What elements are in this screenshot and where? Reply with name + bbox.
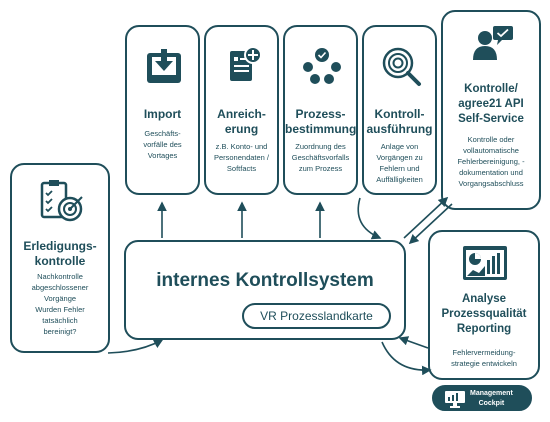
analysis-description: Fehlervermeidung- strategie entwickeln <box>451 348 517 368</box>
central-title: internes Kontrollsystem <box>156 270 374 291</box>
step-title: Kontroll- ausführung <box>366 107 433 136</box>
arrow-central-to-analysis <box>381 341 432 376</box>
central-control-system-box: internes Kontrollsystem VR Prozesslandka… <box>124 240 406 340</box>
analysis-box: Analyse Prozessqualität Reporting Fehler… <box>428 230 540 380</box>
download-tray-icon <box>147 49 181 83</box>
follow-up-description: Nachkontrolle abgeschlossener Vorgänge W… <box>31 272 89 336</box>
process-step-import: Import Geschäfts- vorfälle des Vortages <box>125 25 200 195</box>
step-title: Prozess- bestimmung <box>285 107 357 136</box>
process-nodes-icon <box>303 48 341 84</box>
follow-up-title: Erledigungs- kontrolle <box>23 239 97 268</box>
process-step-prozessbestimmung: Prozess- bestimmung Zuordnung des Geschä… <box>283 25 358 195</box>
arrow-self-service-to-central <box>408 203 453 245</box>
step-description: Anlage von Vorgängen zu Fehlern und Auff… <box>376 142 423 184</box>
chart-window-icon <box>463 246 507 280</box>
step-description: z.B. Konto- und Personendaten / Softfact… <box>213 142 270 173</box>
self-service-description: Kontrolle oder vollautomatische Fehlerbe… <box>457 135 525 188</box>
analysis-title: Analyse Prozessqualität Reporting <box>441 293 527 335</box>
step-title: Anreich- erung <box>217 107 266 136</box>
management-cockpit-tag: Management Cockpit <box>432 385 532 411</box>
process-step-anreicherung: Anreich- erung z.B. Konto- und Personend… <box>204 25 279 195</box>
arrow-analysis-to-central <box>398 336 429 349</box>
self-service-box: Kontrolle/ agree21 API Self-Service Kont… <box>441 10 541 210</box>
step-description: Zuordnung des Geschäftsvorfalls zum Proz… <box>291 142 350 173</box>
self-service-title: Kontrolle/ agree21 API Self-Service <box>458 83 524 125</box>
cockpit-label: Management Cockpit <box>470 390 513 407</box>
central-subtitle: VR Prozesslandkarte <box>242 303 391 329</box>
checklist-target-icon <box>40 180 83 222</box>
step-description: Geschäfts- vorfälle des Vortages <box>143 129 182 160</box>
person-chat-icon <box>473 26 513 60</box>
arrow-follow-up-to-central <box>107 339 164 354</box>
step-title: Import <box>143 107 182 121</box>
arrow-central-to-self-service <box>403 196 449 239</box>
magnifier-target-icon <box>382 47 421 86</box>
follow-up-control-box: Erledigungs- kontrolle Nachkontrolle abg… <box>10 163 110 353</box>
arrow-kontrolle-to-central <box>357 197 382 240</box>
process-step-kontrollausfuehrung: Kontroll- ausführung Anlage von Vorgänge… <box>362 25 437 195</box>
document-plus-icon <box>230 46 262 81</box>
dashboard-monitor-icon <box>445 391 465 408</box>
